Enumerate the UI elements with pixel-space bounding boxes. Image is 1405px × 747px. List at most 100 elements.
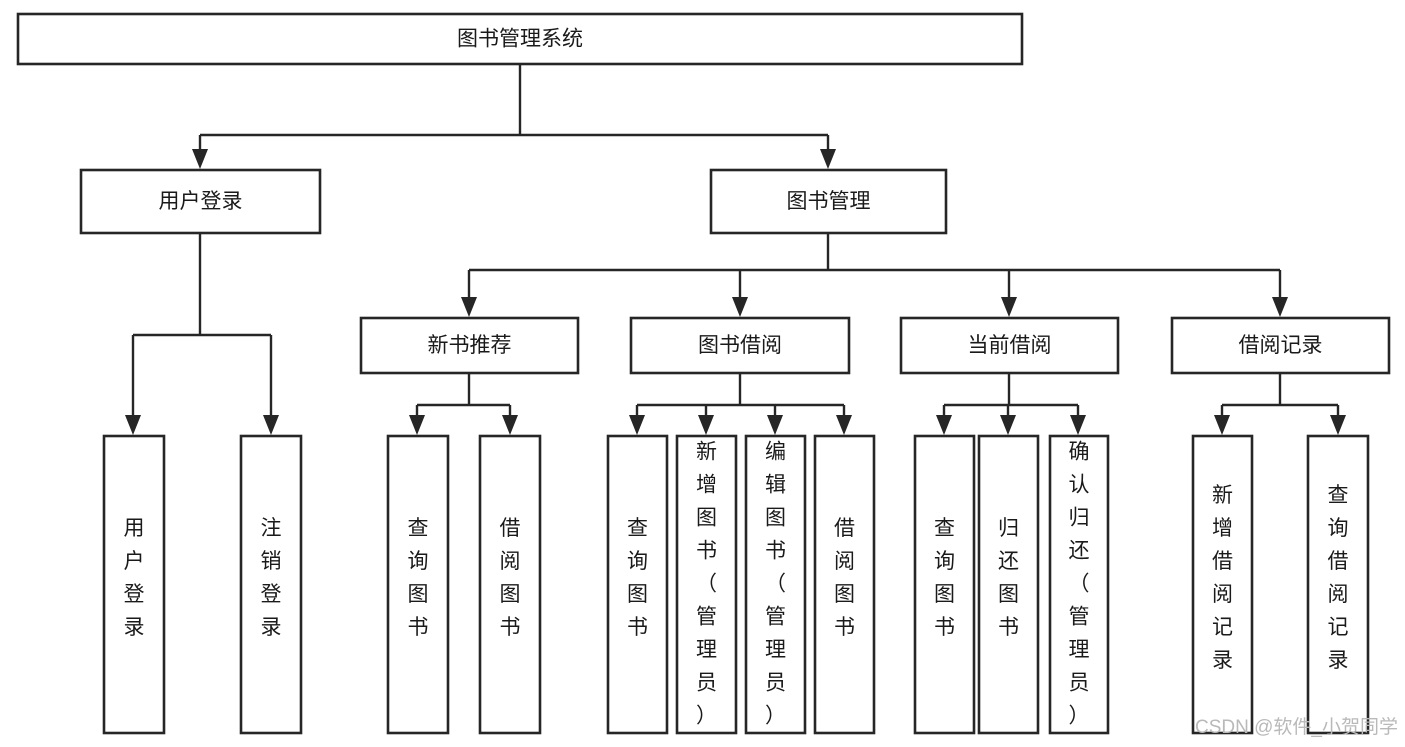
node-label-char: （ bbox=[1069, 573, 1090, 596]
node-label-char: 书 bbox=[696, 540, 717, 563]
node-book-management[interactable]: 图书管理 bbox=[709, 168, 948, 235]
node-box[interactable] bbox=[899, 316, 1120, 375]
node-leaf-borrow-book-recommend[interactable]: 借阅图书 bbox=[478, 434, 542, 735]
node-label-char: 认 bbox=[1069, 474, 1090, 497]
node-label: 借阅记录 bbox=[1239, 334, 1323, 357]
node-leaf-return-book[interactable]: 归还图书 bbox=[977, 434, 1040, 735]
node-label-char: 书 bbox=[765, 540, 786, 563]
node-label-char: 阅 bbox=[500, 550, 521, 573]
arrow-head-icon bbox=[767, 415, 783, 435]
node-label-char: 录 bbox=[124, 616, 145, 639]
node-user-login[interactable]: 用户登录 bbox=[79, 168, 322, 235]
node-box[interactable] bbox=[629, 316, 851, 375]
node-label-char: 录 bbox=[261, 616, 282, 639]
node-label-char: 阅 bbox=[1212, 583, 1233, 606]
node-label: 注销登录 bbox=[261, 517, 282, 639]
node-leaf-add-book-admin[interactable]: 新增图书（管理员） bbox=[675, 434, 738, 735]
node-label: 借阅图书 bbox=[834, 517, 855, 639]
node-label-char: （ bbox=[696, 573, 717, 596]
node-leaf-confirm-return-admin[interactable]: 确认归还（管理员） bbox=[1048, 434, 1110, 735]
node-leaf-add-borrow-record[interactable]: 新增借阅记录 bbox=[1191, 434, 1254, 735]
node-box[interactable] bbox=[709, 168, 948, 235]
node-label: 查询图书 bbox=[934, 517, 955, 639]
node-label-char: 理 bbox=[765, 639, 786, 662]
node-leaf-query-book-current[interactable]: 查询图书 bbox=[913, 434, 976, 735]
node-label-char: 查 bbox=[627, 517, 648, 540]
node-label-char: 辑 bbox=[765, 474, 786, 497]
node-label-char: 销 bbox=[261, 550, 282, 573]
node-label-char: 图 bbox=[998, 583, 1019, 606]
node-borrow-record[interactable]: 借阅记录 bbox=[1170, 316, 1391, 375]
node-label-char: 询 bbox=[627, 550, 648, 573]
node-box[interactable] bbox=[813, 434, 876, 735]
arrow-head-icon bbox=[1214, 415, 1230, 435]
node-leaf-query-borrow-record[interactable]: 查询借阅记录 bbox=[1306, 434, 1370, 735]
connector-userlogin-to-leaves bbox=[125, 233, 279, 435]
node-label-char: 书 bbox=[834, 616, 855, 639]
arrow-head-icon bbox=[1330, 415, 1346, 435]
node-current-borrow[interactable]: 当前借阅 bbox=[899, 316, 1120, 375]
node-box[interactable] bbox=[79, 168, 322, 235]
node-box[interactable] bbox=[16, 12, 1024, 66]
node-label: 图书借阅 bbox=[698, 334, 782, 357]
node-label-char: 图 bbox=[627, 583, 648, 606]
arrow-head-icon bbox=[936, 415, 952, 435]
node-leaf-query-book-borrow[interactable]: 查询图书 bbox=[606, 434, 669, 735]
node-label-char: 借 bbox=[1328, 550, 1349, 573]
arrow-head-icon bbox=[192, 149, 208, 169]
node-label-char: 书 bbox=[998, 616, 1019, 639]
node-label-char: 查 bbox=[1328, 484, 1349, 507]
node-label-char: 归 bbox=[1069, 507, 1090, 530]
node-layer: 图书管理系统用户登录图书管理新书推荐图书借阅当前借阅借阅记录用户登录注销登录查询… bbox=[16, 12, 1391, 735]
node-label: 查询借阅记录 bbox=[1328, 484, 1349, 672]
node-box[interactable] bbox=[913, 434, 976, 735]
node-label-char: ） bbox=[1069, 705, 1090, 728]
node-box[interactable] bbox=[1306, 434, 1370, 735]
node-label-char: 图 bbox=[765, 507, 786, 530]
node-root[interactable]: 图书管理系统 bbox=[16, 12, 1024, 66]
node-leaf-edit-book-admin[interactable]: 编辑图书（管理员） bbox=[744, 434, 807, 735]
node-leaf-user-logout[interactable]: 注销登录 bbox=[239, 434, 303, 735]
arrow-head-icon bbox=[125, 415, 141, 435]
node-label-char: 阅 bbox=[1328, 583, 1349, 606]
node-label-char: 员 bbox=[1069, 672, 1090, 695]
node-label: 新增借阅记录 bbox=[1212, 484, 1233, 672]
node-label: 新增图书（管理员） bbox=[696, 441, 717, 728]
node-label-char: 新 bbox=[1212, 484, 1233, 507]
node-label: 新书推荐 bbox=[428, 334, 512, 357]
node-label-char: 图 bbox=[834, 583, 855, 606]
node-label-char: 书 bbox=[500, 616, 521, 639]
node-new-book-recommend[interactable]: 新书推荐 bbox=[359, 316, 580, 375]
node-book-borrow[interactable]: 图书借阅 bbox=[629, 316, 851, 375]
node-box[interactable] bbox=[1170, 316, 1391, 375]
node-box[interactable] bbox=[977, 434, 1040, 735]
node-leaf-user-login[interactable]: 用户登录 bbox=[102, 434, 166, 735]
node-label: 确认归还（管理员） bbox=[1069, 441, 1090, 728]
node-leaf-query-book-recommend[interactable]: 查询图书 bbox=[386, 434, 450, 735]
arrow-head-icon bbox=[836, 415, 852, 435]
node-leaf-borrow-book[interactable]: 借阅图书 bbox=[813, 434, 876, 735]
csdn-watermark: CSDN @软件_小贺同学 bbox=[1195, 716, 1398, 738]
node-box[interactable] bbox=[359, 316, 580, 375]
node-label: 图书管理 bbox=[787, 190, 871, 213]
node-box[interactable] bbox=[675, 434, 738, 735]
node-box[interactable] bbox=[239, 434, 303, 735]
arrow-head-icon bbox=[1001, 297, 1017, 317]
node-box[interactable] bbox=[744, 434, 807, 735]
node-box[interactable] bbox=[386, 434, 450, 735]
node-box[interactable] bbox=[606, 434, 669, 735]
arrow-head-icon bbox=[502, 415, 518, 435]
connector-bookmgmt-to-level2 bbox=[461, 233, 1288, 317]
node-box[interactable] bbox=[1191, 434, 1254, 735]
node-label-char: 书 bbox=[408, 616, 429, 639]
node-box[interactable] bbox=[102, 434, 166, 735]
node-box[interactable] bbox=[1048, 434, 1110, 735]
arrow-head-icon bbox=[263, 415, 279, 435]
node-box[interactable] bbox=[478, 434, 542, 735]
node-label-char: 管 bbox=[1069, 606, 1090, 629]
arrow-head-icon bbox=[461, 297, 477, 317]
node-label-char: 录 bbox=[1328, 649, 1349, 672]
node-label-char: 图 bbox=[934, 583, 955, 606]
node-label-char: 借 bbox=[1212, 550, 1233, 573]
